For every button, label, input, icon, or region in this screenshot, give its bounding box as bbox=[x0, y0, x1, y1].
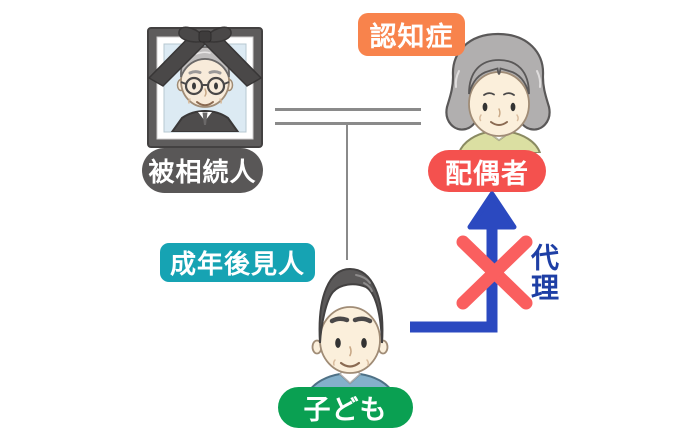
parent-child-line bbox=[345, 124, 348, 260]
marriage-line-top bbox=[275, 108, 421, 111]
dementia-badge: 認知症 bbox=[358, 13, 465, 56]
deceased-name-badge: 被相続人 bbox=[142, 148, 263, 193]
man-face bbox=[319, 306, 381, 374]
child-name-badge: 子ども bbox=[278, 387, 413, 428]
guardian-name-badge: 成年後見人 bbox=[160, 243, 315, 282]
memorial-photo-icon bbox=[147, 26, 263, 148]
man-hair bbox=[318, 267, 384, 344]
mourning-ribbon-icon bbox=[147, 26, 263, 87]
woman-face bbox=[468, 71, 530, 137]
spouse-name-badge: 配偶者 bbox=[428, 150, 546, 192]
deceased-portrait-illustration bbox=[146, 21, 264, 151]
proxy-arrow-group bbox=[400, 185, 570, 345]
elderly-woman-icon bbox=[445, 32, 551, 154]
proxy-arrow bbox=[410, 225, 498, 333]
proxy-arrowhead bbox=[467, 191, 517, 230]
middle-aged-man-icon bbox=[306, 267, 395, 394]
child-illustration bbox=[302, 255, 400, 394]
proxy-text-label: 代理 bbox=[528, 243, 559, 303]
spouse-illustration bbox=[441, 31, 555, 154]
cross-mark-icon bbox=[456, 235, 533, 310]
marriage-line-bottom bbox=[275, 122, 421, 125]
